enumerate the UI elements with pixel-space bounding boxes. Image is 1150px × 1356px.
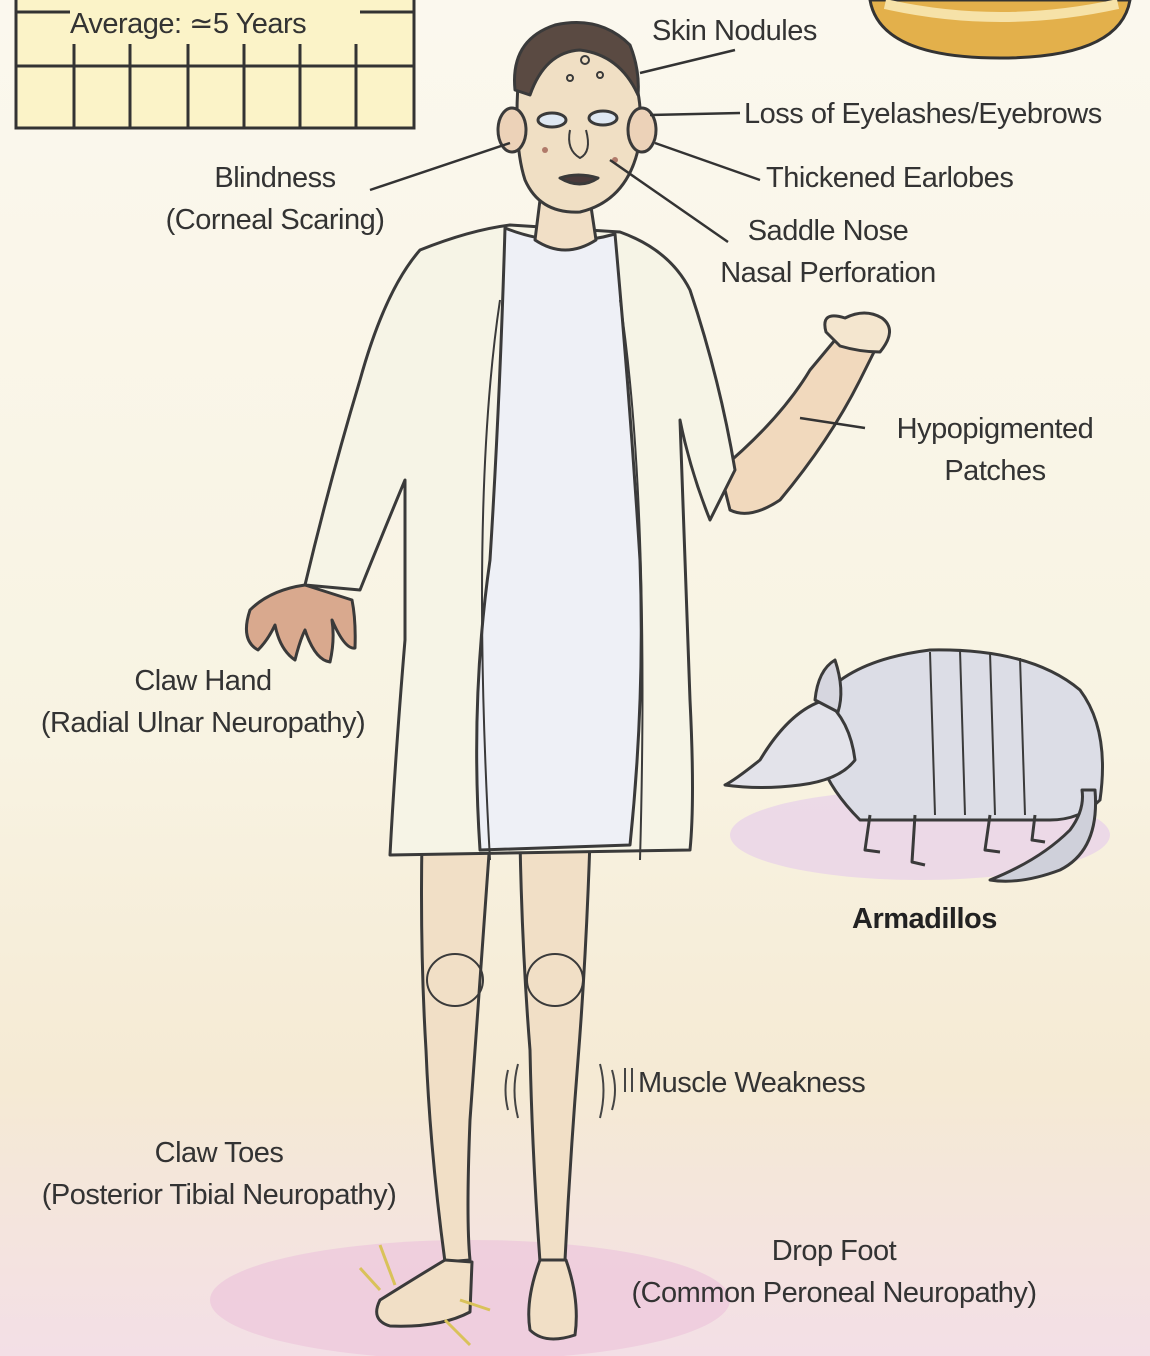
claw-toes-label: Claw Toes (Posterior Tibial Neuropathy)	[4, 1132, 434, 1216]
bowl-illustration	[870, 0, 1130, 58]
muscle-weakness-label: Muscle Weakness	[638, 1062, 865, 1104]
claw-hand	[246, 585, 355, 662]
right-eye	[589, 111, 617, 125]
drop-foot-label: Drop Foot (Common Peroneal Neuropathy)	[592, 1230, 1076, 1314]
earlobes-label: Thickened Earlobes	[766, 157, 1013, 199]
skin-nodules-label: Skin Nodules	[652, 10, 817, 52]
right-foot	[529, 1260, 577, 1339]
armadillos-label: Armadillos	[852, 898, 997, 940]
nose-label: Saddle Nose Nasal Perforation	[700, 210, 956, 294]
hypopigmented-label: Hypopigmented Patches	[870, 408, 1120, 492]
eyelashes-label: Loss of Eyelashes/Eyebrows	[744, 93, 1102, 135]
blindness-label: Blindness (Corneal Scaring)	[146, 157, 404, 241]
raised-forearm	[720, 335, 880, 513]
right-leg	[520, 840, 590, 1262]
armadillo-head	[725, 700, 855, 788]
gown	[477, 228, 642, 850]
left-eye	[538, 113, 566, 127]
claw-hand-label: Claw Hand (Radial Ulnar Neuropathy)	[8, 660, 398, 744]
average-label: Average: ≃5 Years	[70, 6, 306, 41]
